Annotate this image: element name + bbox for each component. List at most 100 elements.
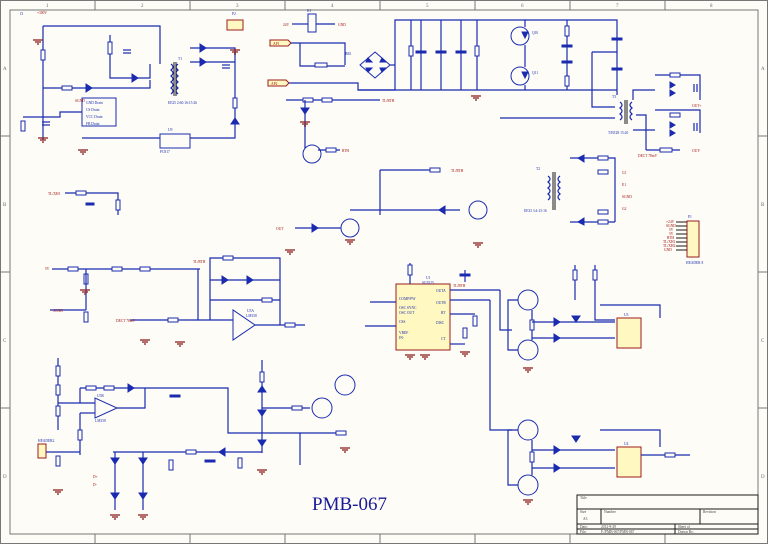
bridge-rectifier-br1 [359, 51, 391, 79]
sheet-label: Sheet of [678, 525, 691, 529]
net-sgnd: SGND [75, 99, 85, 103]
u1-pin: IN- [399, 336, 405, 340]
capacitor-c27 [561, 60, 573, 64]
p1-pin-label: SGND [666, 224, 676, 228]
p1-ref: P1 [688, 215, 692, 219]
transformer-t1-primary [170, 63, 174, 95]
u5b-part: LM358 [95, 419, 106, 423]
net-dect: DECT 78mV [116, 319, 136, 323]
net-tl-rth: TL/RTH [382, 99, 395, 103]
net-tl-rth-3: TL/RTH [193, 260, 206, 264]
net-e1: E1 [622, 183, 626, 187]
ic-u1 [395, 283, 451, 351]
revision-label: Revision [703, 510, 716, 514]
capacitor-c51 [611, 67, 623, 71]
resistor-r33 [408, 45, 414, 57]
net-rth: RTH [342, 149, 349, 153]
inductor-r84 [659, 147, 673, 153]
row-label: D [761, 475, 765, 480]
igbt-drivers: U3 U4 [489, 265, 690, 496]
resistor-r52 [40, 49, 46, 61]
diode-d11b [199, 43, 207, 53]
resistor-r69 [474, 45, 480, 57]
ap1-label: AP1 [273, 42, 280, 46]
ic-viper12 [81, 97, 117, 127]
transformer-t2 [547, 175, 551, 201]
net-out: OUT [276, 227, 284, 231]
resistor-r56 [20, 120, 26, 132]
pwm-controller: U1 SG3525 COMP/PW OSC SYNC OSC OUT CSS V… [365, 263, 500, 351]
col-label: 5 [426, 4, 429, 9]
u1-pin: CSS [399, 320, 405, 324]
net-out-plus: OUT+ [692, 104, 701, 108]
t2-part: EE33 3:4:15:16 [524, 209, 547, 213]
capacitor-c26 [561, 44, 573, 48]
net-tl-rth-2: TL/RTH [451, 169, 464, 173]
capacitor-c35 [435, 50, 447, 54]
ntc-rt [314, 62, 328, 68]
net-sgnd-3: SGND [53, 309, 63, 313]
u1-pin: OSC SYNC [399, 306, 417, 310]
drawn-label: Drawn By: [678, 530, 694, 534]
relay-k1 [307, 13, 317, 33]
net-port-ap1 [269, 39, 292, 47]
net-d-plus: D+ [93, 475, 98, 479]
zener-z9 [230, 117, 240, 125]
aux-power-supply: GND Drain CS Drain VCC Drain FB Drain U9… [20, 11, 244, 154]
date-label: Date: [580, 525, 588, 529]
net-g2: G2 [622, 207, 627, 211]
row-label: B [761, 203, 765, 208]
pin-label: GND Drain [86, 101, 103, 105]
u1-ref: U1 [426, 276, 431, 280]
net-g1: G1 [622, 171, 627, 175]
t3-ref: T3 [612, 95, 616, 99]
row-label: B [3, 203, 7, 208]
u4-ref: U4 [624, 442, 629, 446]
net-vbus: +300V [37, 11, 47, 15]
file-value: F:\PMB-067\PMB-067 [601, 530, 635, 534]
transistor-q12 [468, 200, 488, 220]
br1-ref: BR1 [345, 52, 352, 56]
u1-pin: OUTA [436, 289, 446, 293]
connector-p2 [226, 19, 244, 31]
net-sgnd-2: SGND [622, 195, 632, 199]
u1-pin: RT [441, 311, 446, 315]
ap2-label: AP2 [271, 82, 278, 86]
u5a-ref: U5A [247, 309, 254, 313]
p10-part: HEADER2 [38, 439, 55, 443]
p1-part: HEADER 8 [686, 261, 703, 265]
col-label: 1 [46, 4, 49, 9]
u5b-ref: U5B [97, 394, 104, 398]
j3-ref: J3 [20, 12, 23, 16]
net-port-ap2 [267, 79, 290, 87]
row-label: A [3, 67, 7, 72]
u9-ref: U9 [168, 128, 173, 132]
transistor-q5 [334, 374, 356, 396]
row-label: C [3, 339, 7, 344]
col-label: 6 [521, 4, 524, 9]
resistor-r30 [232, 97, 238, 109]
power-stage: 24V GND K1 AP1 AP2 BR1 [267, 9, 701, 158]
u5a-part: LM358 [246, 314, 257, 318]
number-label: Number [604, 510, 617, 514]
optocoupler-u2 [616, 317, 642, 349]
transistor-q3 [517, 289, 539, 311]
transistor-q2 [517, 474, 539, 496]
p1-pin-label: +24V [666, 220, 675, 224]
k1-ref: K1 [307, 9, 312, 13]
optocoupler-u4 [616, 446, 642, 478]
u3-ref: U3 [624, 313, 629, 317]
diode-d5 [131, 73, 139, 83]
u1-pin: VREF [399, 331, 408, 335]
net-gnd: GND [338, 23, 346, 27]
t1-ref: T1 [178, 57, 182, 61]
size-label: Size [580, 510, 587, 514]
p1-pin-label: TL/XH1 [663, 240, 676, 244]
u9-part: PC817 [160, 150, 170, 154]
transistor-q13 [302, 144, 322, 164]
pin-label: FB Drain [86, 122, 100, 126]
title-label: Title [580, 496, 587, 500]
t3-part: T/EE28 15:20 [608, 131, 628, 135]
col-label: 7 [616, 4, 619, 9]
